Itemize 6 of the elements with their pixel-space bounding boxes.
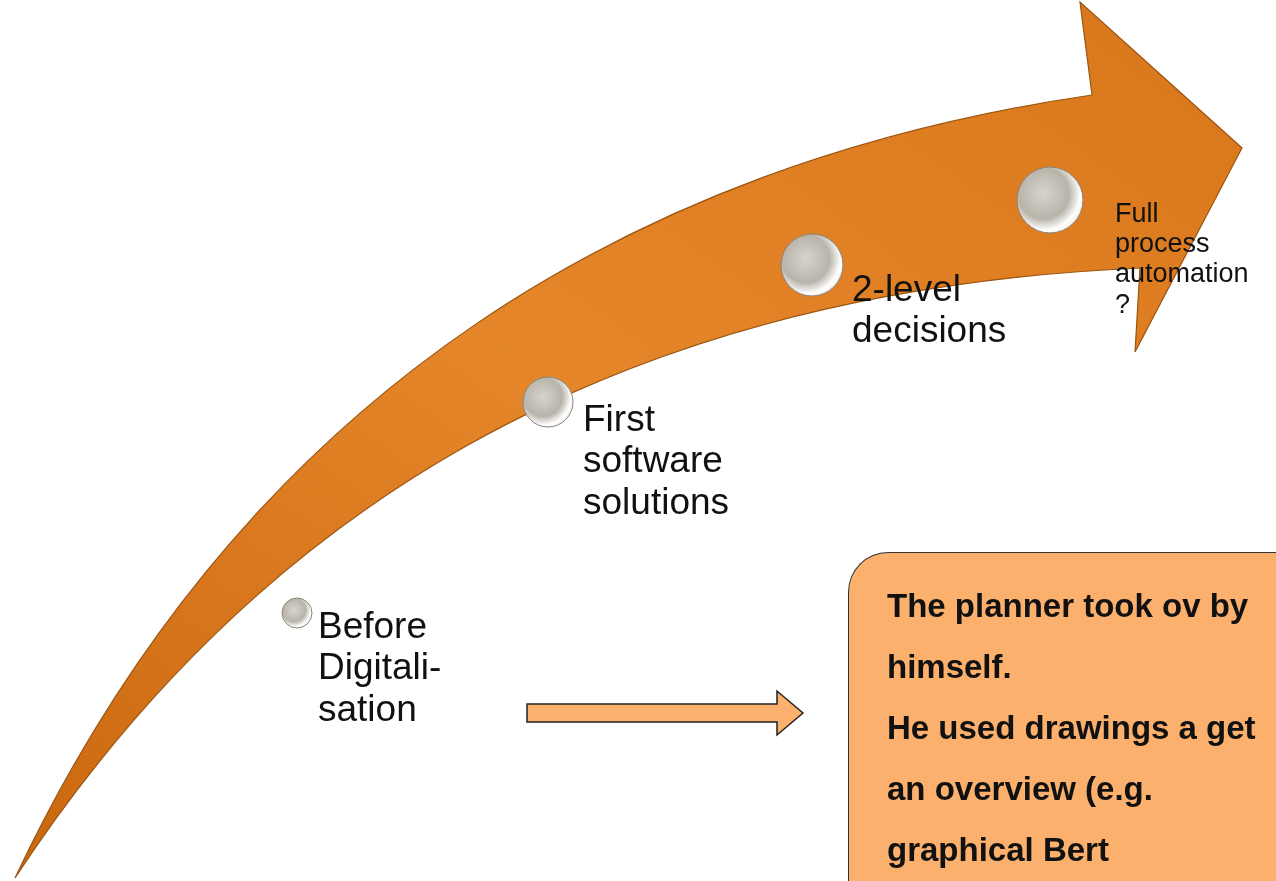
note-text: The planner took ov by himself. — [887, 586, 1250, 687]
note-text: He used drawings a get an overview (e.g. graphical Bert — [887, 708, 1257, 870]
note-box — [848, 552, 1276, 881]
milestone-label: First software solutions — [583, 398, 768, 523]
block-arrow — [526, 689, 805, 737]
milestone-label: Before Digitali- sation — [318, 605, 493, 730]
